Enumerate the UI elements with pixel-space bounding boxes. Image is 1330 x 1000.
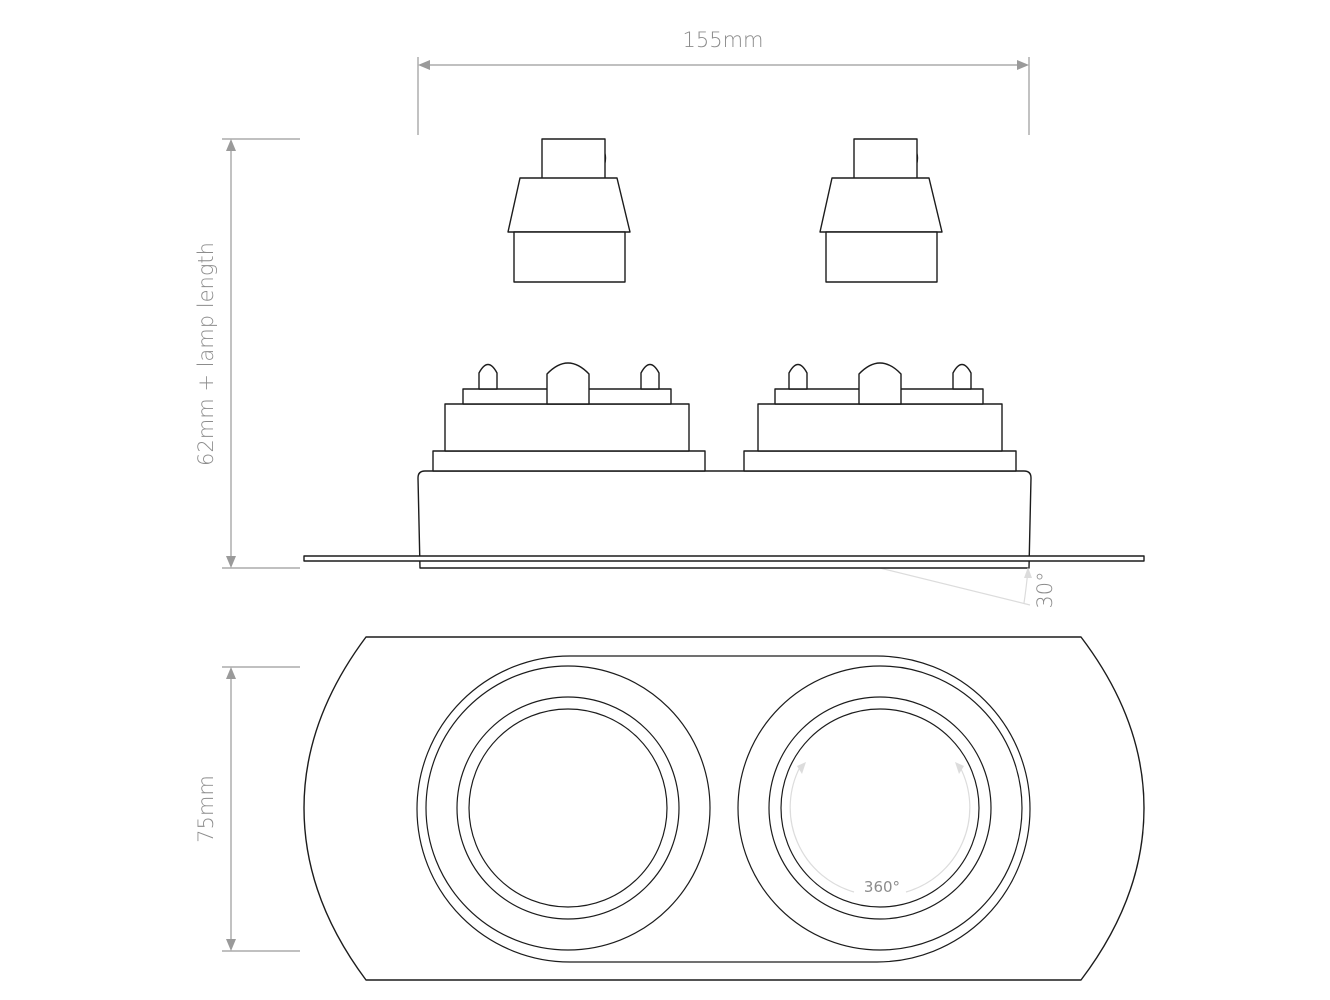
tilt-annotation: 30° [1023, 567, 1057, 609]
lamp-holder-right [819, 138, 943, 283]
fitting-side-view [303, 362, 1145, 606]
height-label: 62mm + lamp length [194, 242, 218, 466]
width-label: 155mm [683, 28, 764, 52]
lamp-holder-left [507, 138, 631, 283]
rotation-annotation: 360° [789, 762, 971, 896]
width-dimension: 155mm [417, 28, 1030, 135]
tilt-label: 30° [1033, 571, 1057, 608]
height-dimension: 62mm + lamp length [194, 138, 300, 569]
depth-dimension: 75mm [194, 666, 300, 952]
rotation-label: 360° [864, 878, 900, 896]
depth-label: 75mm [194, 775, 218, 843]
fitting-plan-view [303, 636, 1145, 981]
